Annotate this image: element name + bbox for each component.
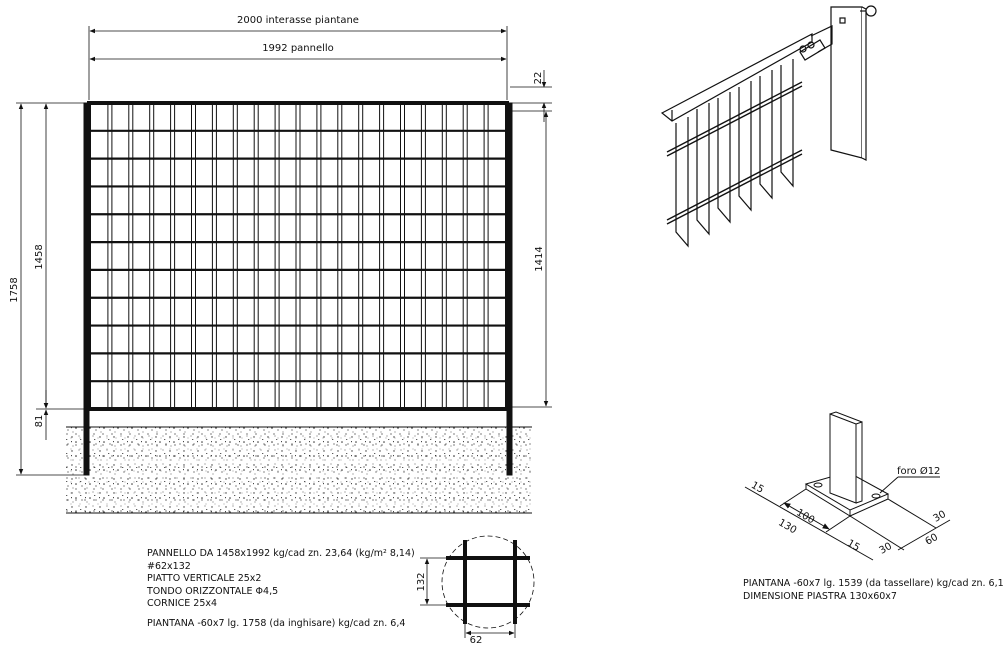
note-vertical-flat: PIATTO VERTICALE 25x2 bbox=[147, 573, 262, 584]
dim-post-height: 1414 bbox=[534, 246, 545, 271]
dim-mesh-height: 132 bbox=[416, 572, 427, 591]
note-post-embedded: PIANTANA -60x7 lg. 1758 (da inghisare) k… bbox=[147, 617, 406, 629]
fence-posts bbox=[83, 102, 513, 476]
panel-spec-notes: PANNELLO DA 1458x1992 kg/cad zn. 23,64 (… bbox=[147, 548, 415, 630]
dim-mesh-width: 62 bbox=[470, 635, 483, 646]
isometric-panel-detail bbox=[660, 5, 877, 248]
dim-top-offset: 22 bbox=[533, 72, 544, 85]
dim-panel-height: 1458 bbox=[34, 244, 45, 269]
ground-section bbox=[66, 426, 532, 514]
note-plate-size: DIMENSIONE PIASTRA 130x60x7 bbox=[743, 590, 897, 602]
mesh-vertical-bars bbox=[107, 102, 489, 410]
left-dimensions bbox=[16, 102, 84, 476]
dim-posts-spacing: 2000 interasse piantane bbox=[237, 15, 359, 26]
base-plate-drawing bbox=[744, 411, 951, 561]
note-horizontal-rod: TONDO ORIZZONTALE Φ4,5 bbox=[147, 585, 279, 597]
plate-dim-30b: 30 bbox=[877, 541, 894, 557]
note-mesh-size: #62x132 bbox=[147, 560, 191, 572]
base-plate-notes: PIANTANA -60x7 lg. 1539 (da tassellare) … bbox=[743, 578, 1004, 603]
plate-dim-130: 130 bbox=[776, 517, 798, 536]
base-plate-hole-label: foro Ø12 bbox=[897, 465, 940, 477]
plate-dim-15b: 15 bbox=[845, 538, 862, 554]
dim-panel-width: 1992 pannello bbox=[262, 43, 334, 54]
mesh-horizontal-wires bbox=[89, 129, 507, 383]
note-post-anchored: PIANTANA -60x7 lg. 1539 (da tassellare) … bbox=[743, 578, 1004, 589]
fence-panel bbox=[87, 101, 509, 411]
right-dimension bbox=[512, 110, 552, 408]
note-frame: CORNICE 25x4 bbox=[147, 598, 218, 609]
dim-bottom-offset: 81 bbox=[34, 415, 45, 428]
plate-dim-15a: 15 bbox=[749, 480, 766, 496]
dim-total-height: 1758 bbox=[9, 277, 20, 302]
plate-dim-100: 100 bbox=[794, 507, 816, 526]
note-panel-spec: PANNELLO DA 1458x1992 kg/cad zn. 23,64 (… bbox=[147, 548, 415, 559]
top-dimensions bbox=[88, 26, 552, 122]
mesh-detail bbox=[420, 535, 535, 638]
